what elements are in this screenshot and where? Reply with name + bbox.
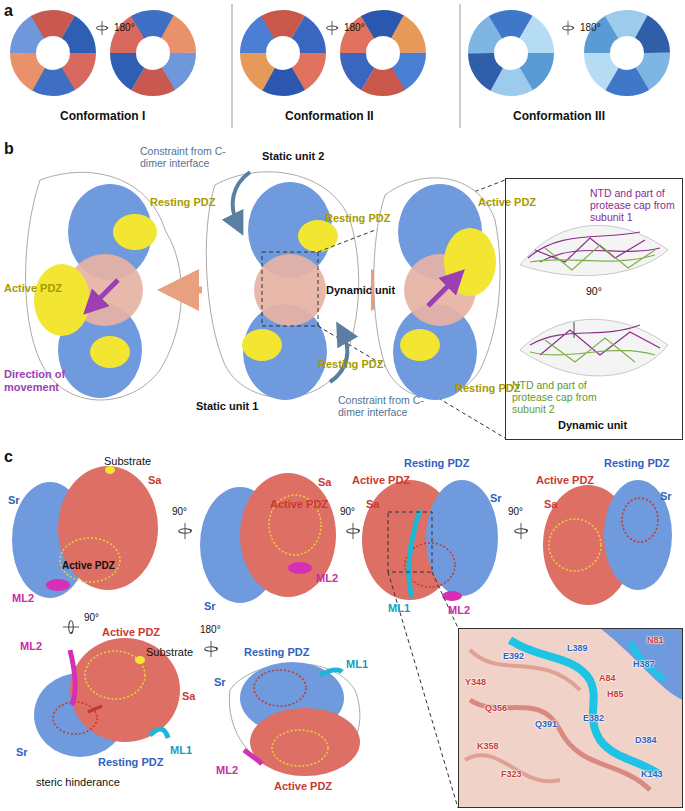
figure-label: ML1 (170, 744, 192, 757)
figure-label: Active PDZ (102, 626, 160, 639)
figure-label: Conformation III (513, 110, 605, 124)
figure-label: 90° (172, 506, 187, 518)
figure-label: Sr (204, 600, 216, 613)
inset-text: NTD and part of protease cap from subuni… (590, 187, 680, 223)
figure-label: ML2 (20, 640, 42, 653)
residue-label: D384 (635, 735, 657, 745)
figure-label: c (4, 448, 13, 466)
inset-text: NTD and part of protease cap from subuni… (512, 379, 612, 415)
figure-label: ML1 (388, 602, 410, 615)
figure-label: 180° (200, 624, 221, 636)
figure-label: Dynamic unit (326, 284, 395, 297)
figure-label: Resting PDZ (244, 646, 309, 659)
residue-label: K358 (477, 741, 499, 751)
figure-label: Resting PDZ (98, 756, 163, 769)
figure-label: a (4, 2, 13, 20)
figure-label: 90° (340, 506, 355, 518)
figure-label: 180° (344, 22, 365, 34)
figure-label: Sa (366, 498, 379, 511)
figure-label: ML2 (316, 572, 338, 585)
inset-text: Dynamic unit (558, 419, 627, 432)
residue-label: K143 (641, 769, 663, 779)
residue-label: F323 (501, 769, 522, 779)
inset-panel: NTD and part of protease cap from subuni… (505, 178, 683, 440)
figure-label: Resting PDZ (455, 382, 520, 395)
figure-label: Constraint from C-dimer interface (140, 145, 252, 169)
residue-label: E392 (503, 651, 524, 661)
figure-label: ML2 (216, 764, 238, 777)
figure-label: Constraint from C-dimer interface (338, 394, 450, 418)
inset-text: 90° (586, 285, 602, 297)
figure-label: Conformation II (285, 110, 374, 124)
figure-label: Sr (8, 494, 20, 507)
residue-label: Y348 (465, 677, 486, 687)
residue-label: Q356 (485, 703, 507, 713)
figure-label: ML2 (12, 592, 34, 605)
figure-label: Direction of movement (4, 368, 82, 393)
figure-label: 180° (580, 22, 601, 34)
residue-label: N81 (647, 635, 664, 645)
figure-label: Active PDZ (270, 498, 328, 511)
figure-label: steric hinderance (36, 776, 120, 789)
residue-inset: N81E392 L389H387Y348 A84H85Q356Q391 E382D38… (458, 628, 683, 808)
figure-label: Resting PDZ (325, 212, 390, 225)
figure-label: Sr (660, 490, 672, 503)
figure-label: 180° (114, 22, 135, 34)
figure-label: Sa (318, 476, 331, 489)
dynamic-unit-ribbons (520, 225, 668, 376)
figure-label: Static unit 2 (262, 150, 324, 163)
figure-label: ML1 (346, 658, 368, 671)
figure-label: 90° (84, 612, 99, 624)
residue-label: L389 (567, 643, 588, 653)
residue-label: H387 (633, 659, 655, 669)
figure-label: Substrate (146, 646, 193, 659)
residue-label: H85 (607, 689, 624, 699)
figure-label: Static unit 1 (196, 400, 258, 413)
figure-label: b (4, 140, 14, 158)
figure-label: Conformation I (60, 110, 145, 124)
figure-label: Active PDZ (274, 780, 332, 793)
figure-label: Resting PDZ (604, 457, 669, 470)
figure-label: Resting PDZ (318, 358, 383, 371)
figure-label: Active PDZ (536, 474, 594, 487)
inset-structure (458, 628, 683, 808)
figure-label: ML2 (448, 604, 470, 617)
figure-label: Sa (148, 474, 161, 487)
protein-surfaces (26, 172, 505, 438)
figure-label: Sa (182, 690, 195, 703)
residue-label: Q391 (535, 719, 557, 729)
figure-label: Active PDZ (4, 282, 62, 295)
figure-label: 90° (508, 506, 523, 518)
figure-label: Sr (16, 746, 28, 759)
figure-label: Substrate (104, 455, 151, 468)
figure-label: Resting PDZ (150, 196, 215, 209)
figure-label: Active PDZ (352, 474, 410, 487)
residue-label: E382 (583, 713, 604, 723)
figure-label: Resting PDZ (404, 457, 469, 470)
residue-label: A84 (599, 673, 616, 683)
conformation-rings (23, 4, 657, 128)
figure-label: Active PDZ (478, 196, 536, 209)
figure-label: Sr (214, 676, 226, 689)
figure-label: Sa (544, 498, 557, 511)
figure-label: Sr (490, 492, 502, 505)
figure-label: Active PDZ (62, 560, 115, 572)
